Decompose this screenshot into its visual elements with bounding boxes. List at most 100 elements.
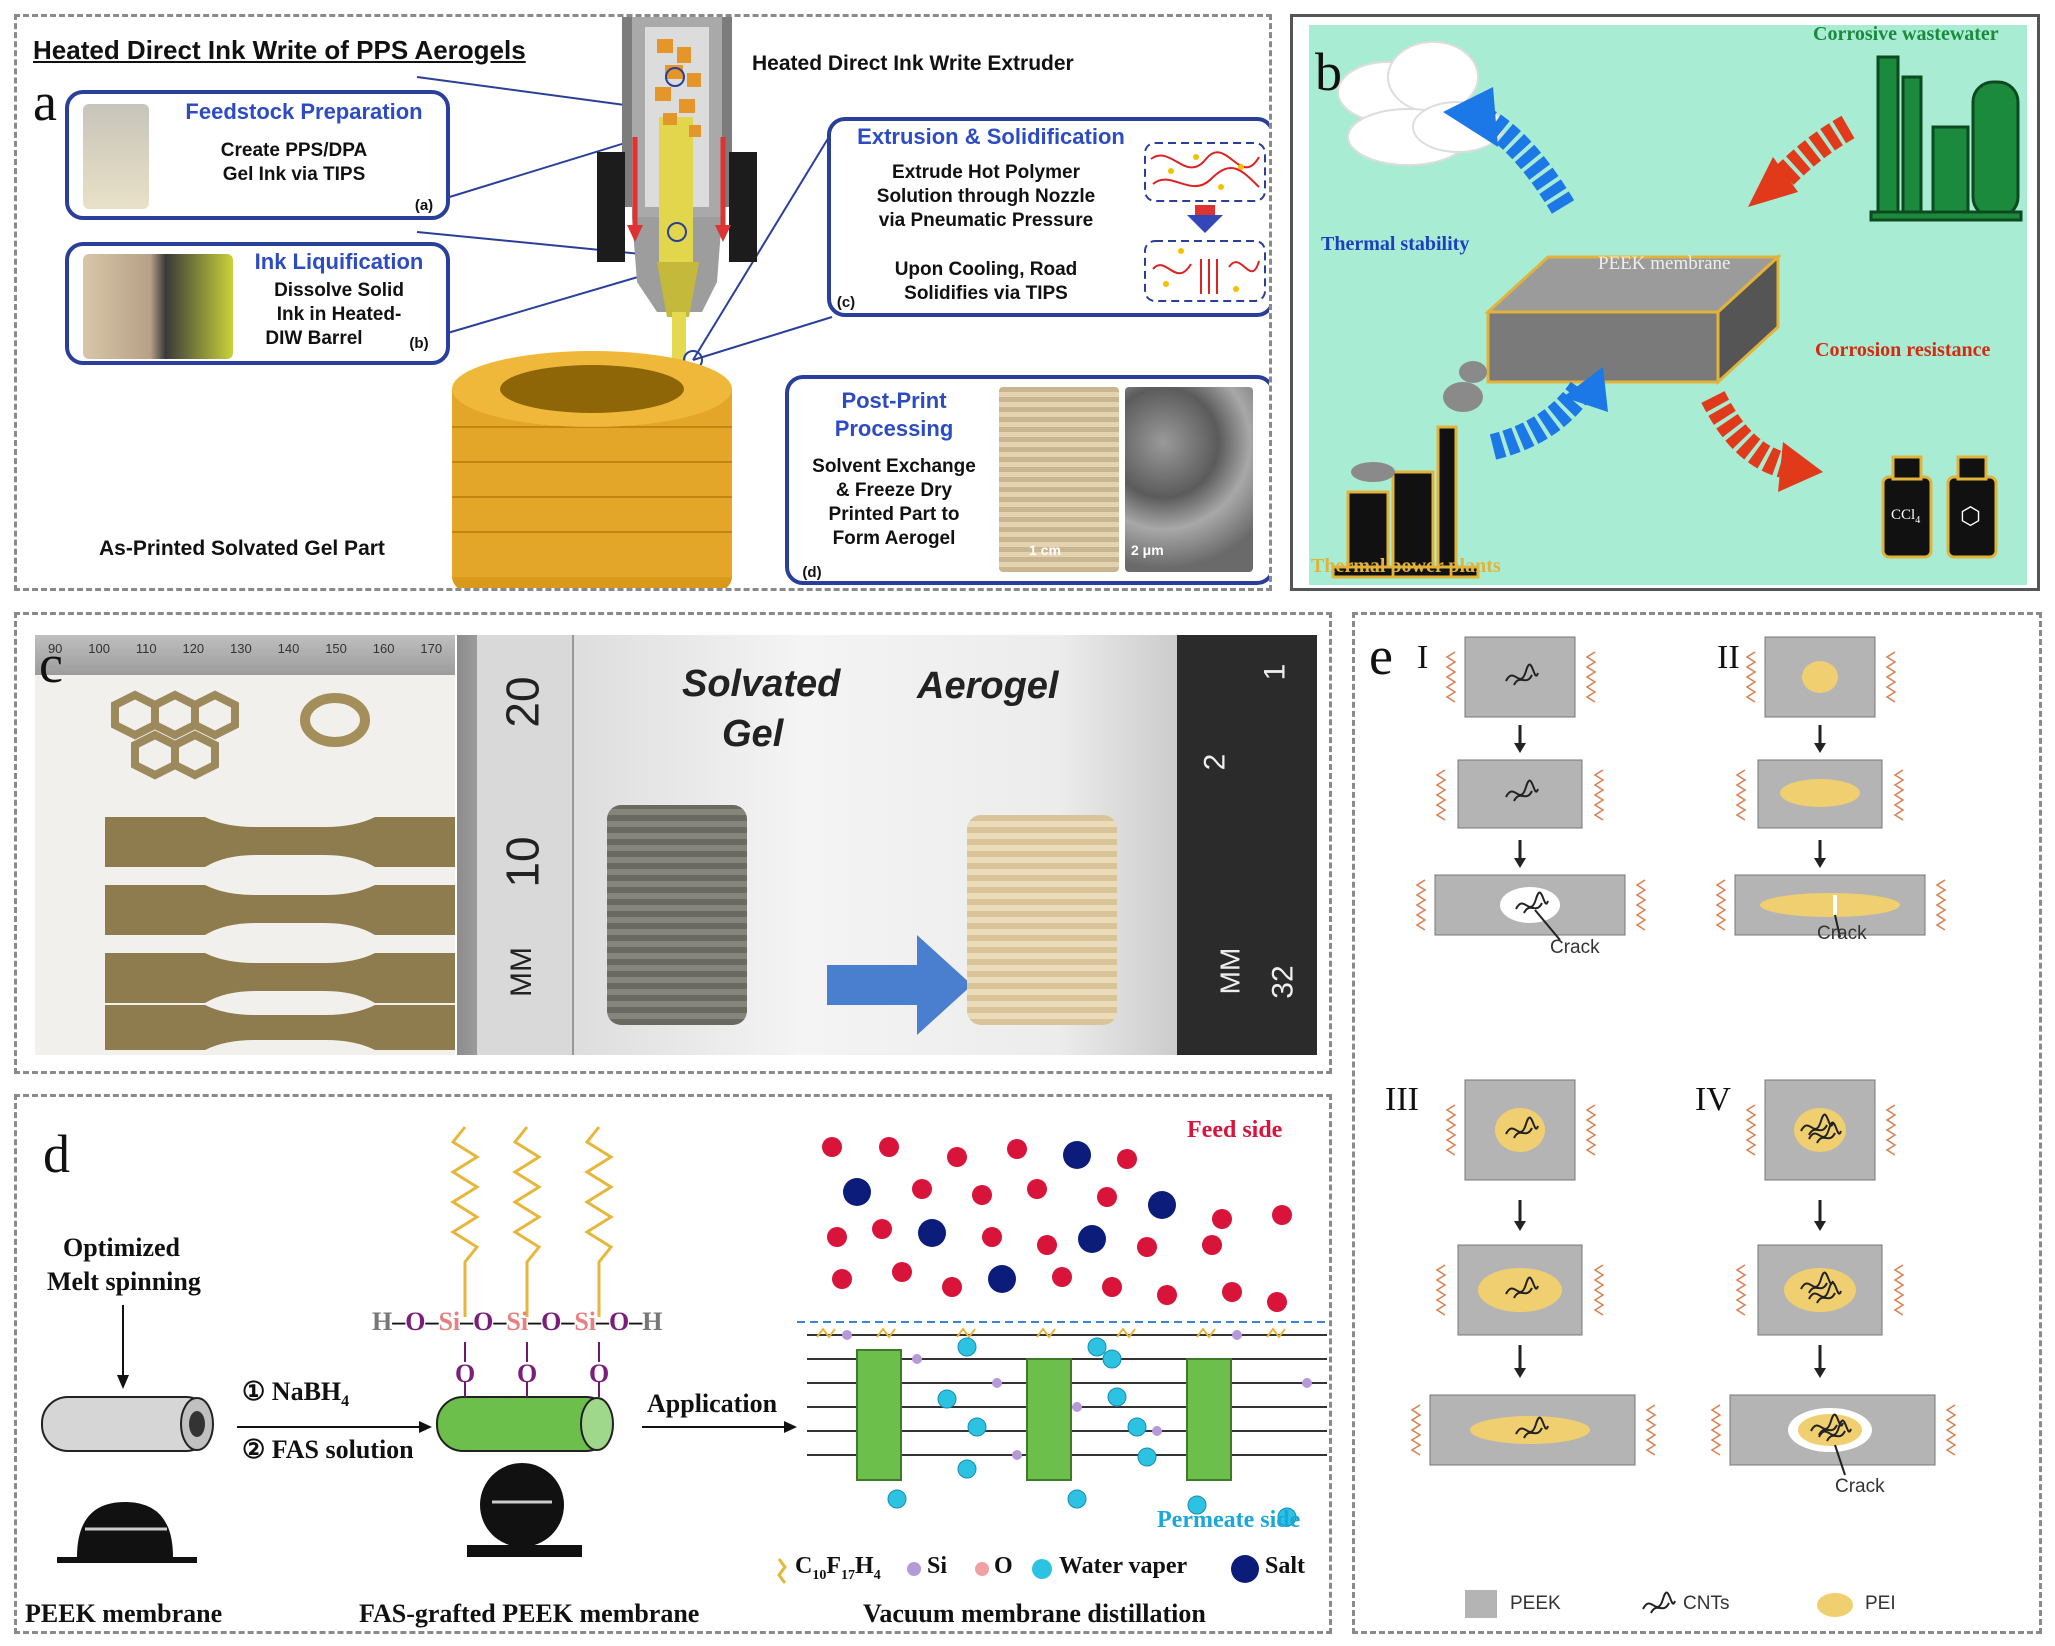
chem-o-bridge-2: O [517,1359,538,1388]
panel-d-label: d [43,1124,70,1184]
postprint-text-2: & Freeze Dry [835,480,953,501]
ruler2-1-label: 1 [1258,663,1292,681]
panel-a-label: a [33,72,57,132]
printed-specimens [105,690,455,1050]
step-2-label: ② FAS solution [242,1435,414,1464]
feed-particle [1272,1205,1292,1225]
feed-particle [1097,1187,1117,1207]
legend-pei-label: PEI [1865,1593,1896,1614]
ruler2-mm-label: MM [1214,947,1246,995]
salt-particle [988,1265,1016,1293]
feed-particle [942,1277,962,1297]
solvated-label-1: Solvated [682,663,841,705]
chem-o: O [609,1307,630,1336]
aerogel-sample [967,815,1117,1025]
ruler-tick-label: 170 [420,641,443,656]
extrusion-tag: (c) [836,294,856,311]
feed-side-label: Feed side [1187,1117,1283,1143]
scale-bar-2um: 2 μm [1131,542,1164,558]
feed-particle [1007,1139,1027,1159]
feed-particle [892,1262,912,1282]
feed-particle [947,1147,967,1167]
feed-particle [1027,1179,1047,1199]
ccl4-bottle-label: CCl4 [1891,507,1920,526]
feedstock-box: Feedstock Preparation Create PPS/DPA Gel… [65,90,450,220]
membrane-application-diagram [1309,25,2027,585]
feed-particle [827,1227,847,1247]
legend-fas-sub2: 17 [841,1567,856,1583]
ruler-tick-label: 110 [135,641,157,656]
feedstock-photo [83,104,149,209]
benzene-bottle-icon: ⬡ [1960,504,1981,530]
extrusion-text-4: Upon Cooling, Road [894,259,1078,280]
gel-aerogel-photo: 20 10 MM Solvated Gel Aerogel 2 1 MM 32 [457,635,1317,1055]
panel-b-label: b [1315,42,1342,102]
postprint-box: Post-Print Processing Solvent Exchange &… [785,375,1269,585]
panel-c-label: c [39,634,63,694]
postprint-text-4: Form Aerogel [832,528,956,549]
panel-b: b Corrosive wastewater Thermal stability… [1290,14,2040,591]
liquification-box: Ink Liquification Dissolve Solid Ink in … [65,242,450,365]
postprint-text-1: Solvent Exchange [812,456,976,477]
fas-membrane-caption: FAS-grafted PEEK membrane [359,1599,700,1628]
aerogel-label: Aerogel [917,665,1059,707]
crack-label-I: Crack [1550,937,1600,958]
power-plants-label: Thermal power plants [1311,555,1501,577]
postprint-text-3: Printed Part to [828,504,960,525]
liquification-title: Ink Liquification [254,249,424,274]
extrusion-box: Extrusion & Solidification Extrude Hot P… [827,117,1269,317]
panel-c: 90 100 110 120 130 140 150 160 170 [14,612,1332,1074]
crack-label-IV: Crack [1835,1476,1885,1497]
solvated-label-2: Gel [722,713,784,755]
crack-label-II: Crack [1817,923,1867,944]
legend-water-label: Water vaper [1059,1553,1188,1579]
liquification-text-3: DIW Barrel [265,328,363,349]
panel-e-label: e [1369,626,1393,686]
panel-a: Heated Direct Ink Write of PPS Aerogels … [14,14,1272,591]
fas-grafting-diagram [41,1126,1329,1584]
extrusion-text-5: Solidifies via TIPS [904,283,1068,304]
feedstock-text-2: Gel Ink via TIPS [222,164,366,185]
panel-a-title: Heated Direct Ink Write of PPS Aerogels [33,35,526,65]
ruler-tick-label: 100 [88,641,110,656]
mm-ruler-left: 20 10 MM [477,635,574,1055]
postprint-title-2: Processing [834,416,954,441]
ruler-20-label: 20 [496,676,549,728]
postprint-title-1: Post-Print [841,388,947,413]
corrosion-resistance-label: Corrosion resistance [1815,339,1991,361]
thermal-stability-label: Thermal stability [1321,233,1470,255]
step-1-label: ① NaBH4 [242,1377,349,1411]
membrane-label: PEEK membrane [1598,253,1731,274]
feedstock-text-1: Create PPS/DPA [220,140,368,161]
feed-particle [1222,1282,1242,1302]
feed-particle [832,1269,852,1289]
chem-o-bridge-3: O [589,1359,610,1388]
peek-membrane-caption: PEEK membrane [25,1599,223,1628]
ruler-tick-label: 130 [230,641,252,656]
ruler-tick-label: 160 [372,641,395,656]
legend-o-label: O [994,1553,1013,1579]
chem-si: Si [574,1307,596,1336]
case-label-II: II [1717,639,1740,676]
feed-particle [1202,1235,1222,1255]
liquification-photo [83,254,233,359]
step-1-subscript: 4 [341,1393,350,1411]
extruder-diagram [416,17,833,588]
salt-particle [1148,1191,1176,1219]
feed-particle [1267,1292,1287,1312]
liquification-text-2: Ink in Heated- [276,304,402,325]
ruler2-32-label: 32 [1266,965,1300,999]
extrusion-text-2: Solution through Nozzle [876,186,1096,207]
tensile-specimens-photo: 90 100 110 120 130 140 150 160 170 [35,635,455,1055]
extrusion-title: Extrusion & Solidification [857,124,1125,149]
extruder-label: Heated Direct Ink Write Extruder [752,52,1074,75]
as-printed-label: As-Printed Solvated Gel Part [99,537,385,560]
crack-mechanism-diagram [1411,636,1956,1618]
salt-particle [1063,1141,1091,1169]
scale-bar-1cm: 1 cm [1029,542,1061,558]
salt-particle [1078,1225,1106,1253]
feed-particle [1117,1149,1137,1169]
legend-fas-f: F [826,1553,842,1579]
case-label-IV: IV [1695,1081,1731,1118]
permeate-side-label: Permeate side [1157,1507,1301,1533]
